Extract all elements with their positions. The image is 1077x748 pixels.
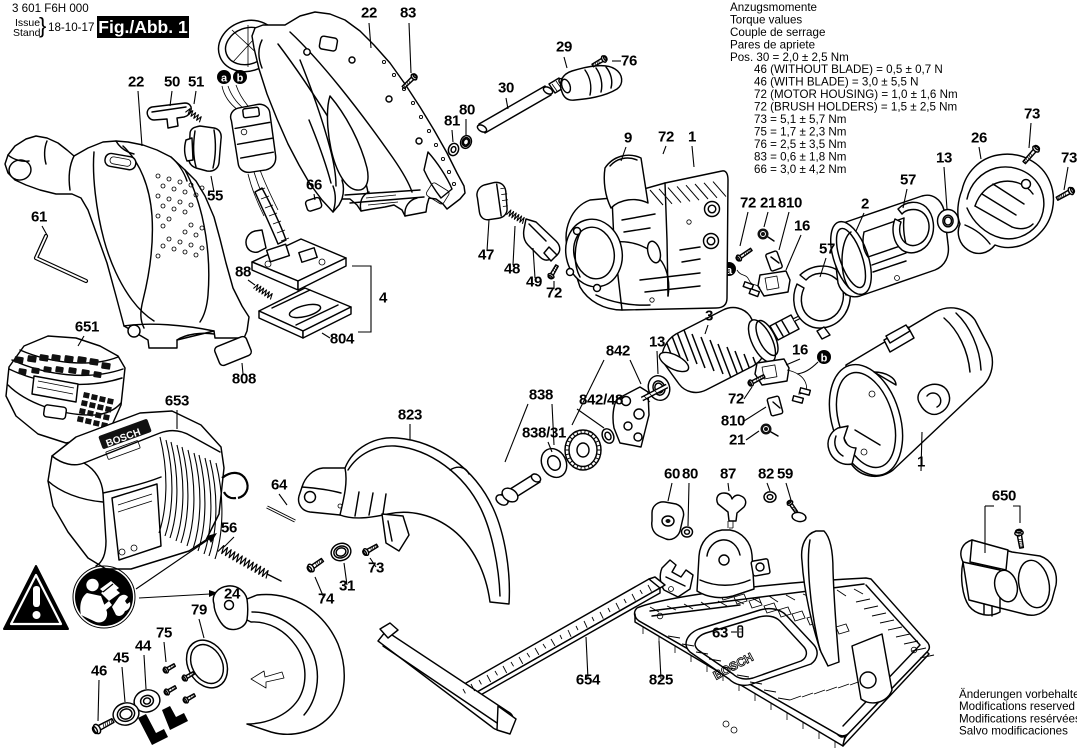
svg-text:79: 79 (191, 602, 207, 619)
svg-text:31: 31 (339, 578, 355, 595)
svg-text:49: 49 (526, 274, 542, 291)
svg-text:30: 30 (498, 80, 514, 97)
svg-text:22: 22 (128, 74, 144, 91)
svg-text:Salvo modificaciones: Salvo modificaciones (959, 725, 1068, 738)
svg-text:61: 61 (31, 209, 47, 226)
svg-text:Anzugsmomente: Anzugsmomente (730, 1, 817, 14)
svg-text:73: 73 (368, 560, 384, 577)
svg-text:73: 73 (1061, 150, 1077, 167)
svg-text:73 = 5,1 ± 5,7 Nm: 73 = 5,1 ± 5,7 Nm (754, 113, 846, 126)
svg-text:823: 823 (398, 407, 422, 424)
svg-text:66: 66 (306, 177, 322, 194)
svg-text:74: 74 (318, 591, 335, 608)
svg-text:842: 842 (606, 343, 630, 360)
svg-text:72: 72 (740, 195, 756, 212)
svg-text:48: 48 (504, 261, 520, 278)
svg-text:Modifications resérvées: Modifications resérvées (959, 712, 1077, 725)
svg-text:808: 808 (232, 371, 256, 388)
svg-text:57: 57 (900, 172, 916, 189)
svg-text:83 = 0,6 ± 1,8 Nm: 83 = 0,6 ± 1,8 Nm (754, 150, 846, 163)
svg-text:29: 29 (556, 39, 572, 56)
svg-text:88: 88 (235, 264, 251, 281)
svg-text:72: 72 (546, 285, 562, 302)
svg-text:64: 64 (271, 477, 288, 494)
svg-text:3 601 F6H 000: 3 601 F6H 000 (12, 2, 89, 15)
svg-text:76 = 2,5 ± 3,5 Nm: 76 = 2,5 ± 3,5 Nm (754, 138, 846, 151)
svg-text:21: 21 (760, 195, 776, 212)
svg-text:59: 59 (777, 466, 793, 483)
svg-text:16: 16 (794, 218, 810, 235)
svg-text:55: 55 (207, 188, 223, 205)
svg-text:21: 21 (729, 432, 745, 449)
svg-text:653: 653 (165, 393, 189, 410)
svg-text:18-10-17: 18-10-17 (48, 21, 94, 34)
svg-text:b: b (237, 73, 244, 85)
svg-text:3: 3 (705, 308, 713, 325)
svg-text:Modifications reserved: Modifications reserved (959, 700, 1075, 713)
svg-text:46 (WITHOUT BLADE) = 0,5 ± 0,7: 46 (WITHOUT BLADE) = 0,5 ± 0,7 N (754, 63, 943, 76)
svg-text:45: 45 (113, 650, 129, 667)
svg-text:13: 13 (936, 150, 952, 167)
svg-text:56: 56 (221, 520, 237, 537)
svg-text:72: 72 (728, 391, 744, 408)
svg-text:b: b (821, 353, 828, 365)
svg-text:83: 83 (400, 5, 416, 22)
svg-text:75: 75 (156, 625, 172, 642)
svg-text:838: 838 (529, 387, 553, 404)
svg-text:47: 47 (478, 247, 494, 264)
svg-text:87: 87 (720, 466, 736, 483)
svg-text:Couple de serrage: Couple de serrage (730, 26, 825, 39)
svg-text:60: 60 (664, 466, 680, 483)
svg-text:44: 44 (135, 638, 152, 655)
svg-text:Änderungen vorbehalten: Änderungen vorbehalten (959, 688, 1077, 701)
svg-text:842/48: 842/48 (579, 392, 623, 409)
svg-text:50: 50 (164, 74, 180, 91)
svg-text:51: 51 (188, 74, 204, 91)
svg-text:2: 2 (861, 196, 869, 213)
svg-text:72 (MOTOR HOUSING) = 1,0 ± 1,6: 72 (MOTOR HOUSING) = 1,0 ± 1,6 Nm (754, 88, 958, 101)
svg-text:}: } (39, 13, 46, 38)
svg-text:651: 651 (75, 319, 99, 336)
svg-text:Issue: Issue (15, 17, 40, 29)
svg-text:76: 76 (621, 53, 637, 70)
svg-text:654: 654 (576, 672, 601, 689)
svg-text:82: 82 (758, 466, 774, 483)
svg-text:73: 73 (1024, 106, 1040, 123)
svg-text:57: 57 (819, 241, 835, 258)
svg-text:810: 810 (778, 195, 802, 212)
svg-text:22: 22 (361, 5, 377, 22)
svg-text:804: 804 (330, 331, 355, 348)
svg-text:46 (WITH BLADE) = 3,0 ± 5,5 N: 46 (WITH BLADE) = 3,0 ± 5,5 N (754, 76, 919, 89)
svg-text:810: 810 (721, 413, 745, 430)
svg-text:650: 650 (992, 488, 1016, 505)
svg-text:Pos. 30 = 2,0 ± 2,5 Nm: Pos. 30 = 2,0 ± 2,5 Nm (730, 51, 849, 64)
svg-text:72 (BRUSH HOLDERS) = 1,5 ± 2,5: 72 (BRUSH HOLDERS) = 1,5 ± 2,5 Nm (754, 101, 957, 114)
svg-text:72: 72 (658, 129, 674, 146)
svg-text:81: 81 (444, 113, 460, 130)
svg-text:63: 63 (712, 625, 728, 642)
svg-text:838/31: 838/31 (522, 425, 566, 442)
svg-text:75 = 1,7 ± 2,3 Nm: 75 = 1,7 ± 2,3 Nm (754, 126, 846, 139)
svg-text:46: 46 (91, 663, 107, 680)
svg-text:13: 13 (649, 334, 665, 351)
svg-text:825: 825 (649, 672, 673, 689)
svg-text:4: 4 (379, 290, 388, 307)
svg-text:16: 16 (792, 342, 808, 359)
svg-text:Torque values: Torque values (730, 13, 802, 26)
svg-text:80: 80 (682, 466, 698, 483)
svg-text:Pares de apriete: Pares de apriete (730, 38, 815, 51)
svg-text:1: 1 (688, 129, 696, 146)
svg-text:24: 24 (224, 586, 241, 603)
svg-text:a: a (726, 265, 733, 277)
svg-text:a: a (221, 73, 228, 85)
svg-text:80: 80 (459, 102, 475, 119)
svg-text:Fig./Abb. 1: Fig./Abb. 1 (98, 17, 188, 37)
svg-text:66 = 3,0 ± 4,2 Nm: 66 = 3,0 ± 4,2 Nm (754, 163, 846, 176)
svg-text:Stand: Stand (13, 27, 41, 39)
svg-text:9: 9 (624, 130, 632, 147)
svg-text:26: 26 (971, 130, 987, 147)
